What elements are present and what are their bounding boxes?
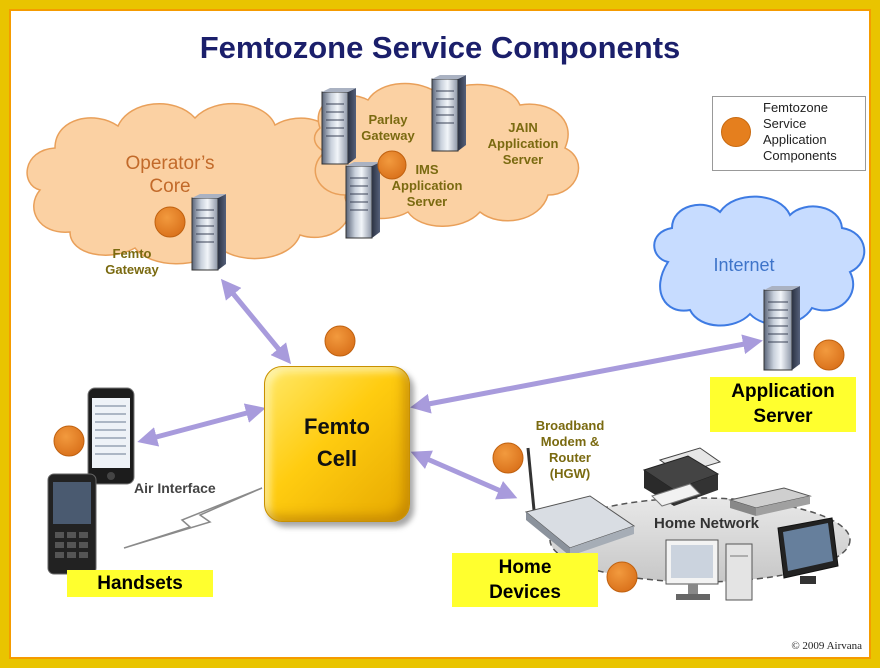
component-dot-handsets [53,425,85,457]
femto-cell-label-line1: Femto [304,414,370,439]
server-parlay-icon [321,88,356,165]
home-devices-label-line1: Home [498,557,552,578]
broadband-router-label-line4: (HGW) [549,466,591,481]
femto-gateway-label-line1: Femto [112,246,152,261]
operator-core-label: Operator’s Core [110,152,230,198]
parlay-gateway-label-line2: Gateway [361,128,415,143]
air-interface-label: Air Interface [134,480,216,496]
television-icon [777,517,839,584]
jain-server-label-line1: JAIN [508,120,538,135]
home-network-label: Home Network [654,515,760,532]
broadband-router-label-line2: Modem & [540,434,600,449]
component-dot-application-server [813,339,845,371]
server-application-icon [763,286,800,371]
application-server-label: Application Server [710,377,856,432]
operator-core-label-line2: Core [149,176,191,197]
component-dot-femto-cell [324,325,356,357]
legend-line: Service [763,116,807,131]
femto-cell-box: Femto Cell [264,366,410,522]
ims-server-label: IMS Application Server [382,162,472,210]
legend-line: Femtozone [763,100,829,115]
connection-arrows [137,278,763,500]
copyright-text: © 2009 Airvana [791,640,862,652]
mobile-phone-icon [47,473,97,575]
home-devices-label: Home Devices [452,553,598,607]
component-dot-home-devices [606,561,638,593]
legend: Femtozone Service Application Components [712,96,866,171]
ims-server-label-line3: Server [406,194,448,209]
arrow-gateway-femtocell [220,278,292,365]
home-devices-label-line2: Devices [489,582,561,603]
arrow-femtocell-appserver [410,334,763,414]
legend-component-dot-icon [721,117,751,147]
ims-server-label-line2: Application [391,178,463,193]
desktop-computer-icon [665,539,753,601]
broadband-router-label-line3: Router [549,450,591,465]
router-icon [524,447,636,556]
air-interface-bolt [123,487,263,549]
operator-core-label-line1: Operator’s [125,153,215,174]
internet-cloud [653,195,866,327]
server-ims-icon [345,162,380,239]
application-server-label-line1: Application [731,381,835,402]
legend-line: Application [763,132,827,147]
jain-server-label: JAIN Application Server [478,120,568,168]
femto-cell-label-line2: Cell [316,446,358,471]
jain-server-label-line2: Application [487,136,559,151]
component-dot-femto-gateway [154,206,186,238]
server-femto-gateway-icon [191,194,226,271]
handsets-label: Handsets [67,570,213,597]
parlay-gateway-label-line1: Parlay [368,112,408,127]
parlay-gateway-label: Parlay Gateway [353,112,423,144]
arrow-femtocell-router [410,450,518,500]
femto-gateway-label-line2: Gateway [105,262,159,277]
femto-cell-label: Femto Cell [265,411,409,475]
component-dot-ims [377,150,407,180]
jain-server-label-line3: Server [502,152,544,167]
femto-gateway-label: Femto Gateway [92,246,172,278]
server-jain-icon [431,75,466,152]
application-servers-cloud [313,82,580,227]
printer-icon [642,447,722,507]
component-dots [53,150,845,593]
legend-line: Components [763,148,837,163]
set-top-box-icon [728,487,812,516]
broadband-router-label-line1: Broadband [535,418,605,433]
smartphone-icon [87,387,135,485]
internet-label: Internet [713,255,775,275]
application-server-label-line2: Server [753,406,813,427]
arrow-femtocell-handsets [137,403,266,447]
legend-text: Femtozone Service Application Components [763,100,837,164]
broadband-router-label: Broadband Modem & Router (HGW) [530,418,610,482]
ims-server-label-line1: IMS [415,162,439,177]
diagram-title: Femtozone Service Components [199,30,681,65]
component-dot-router [492,442,524,474]
